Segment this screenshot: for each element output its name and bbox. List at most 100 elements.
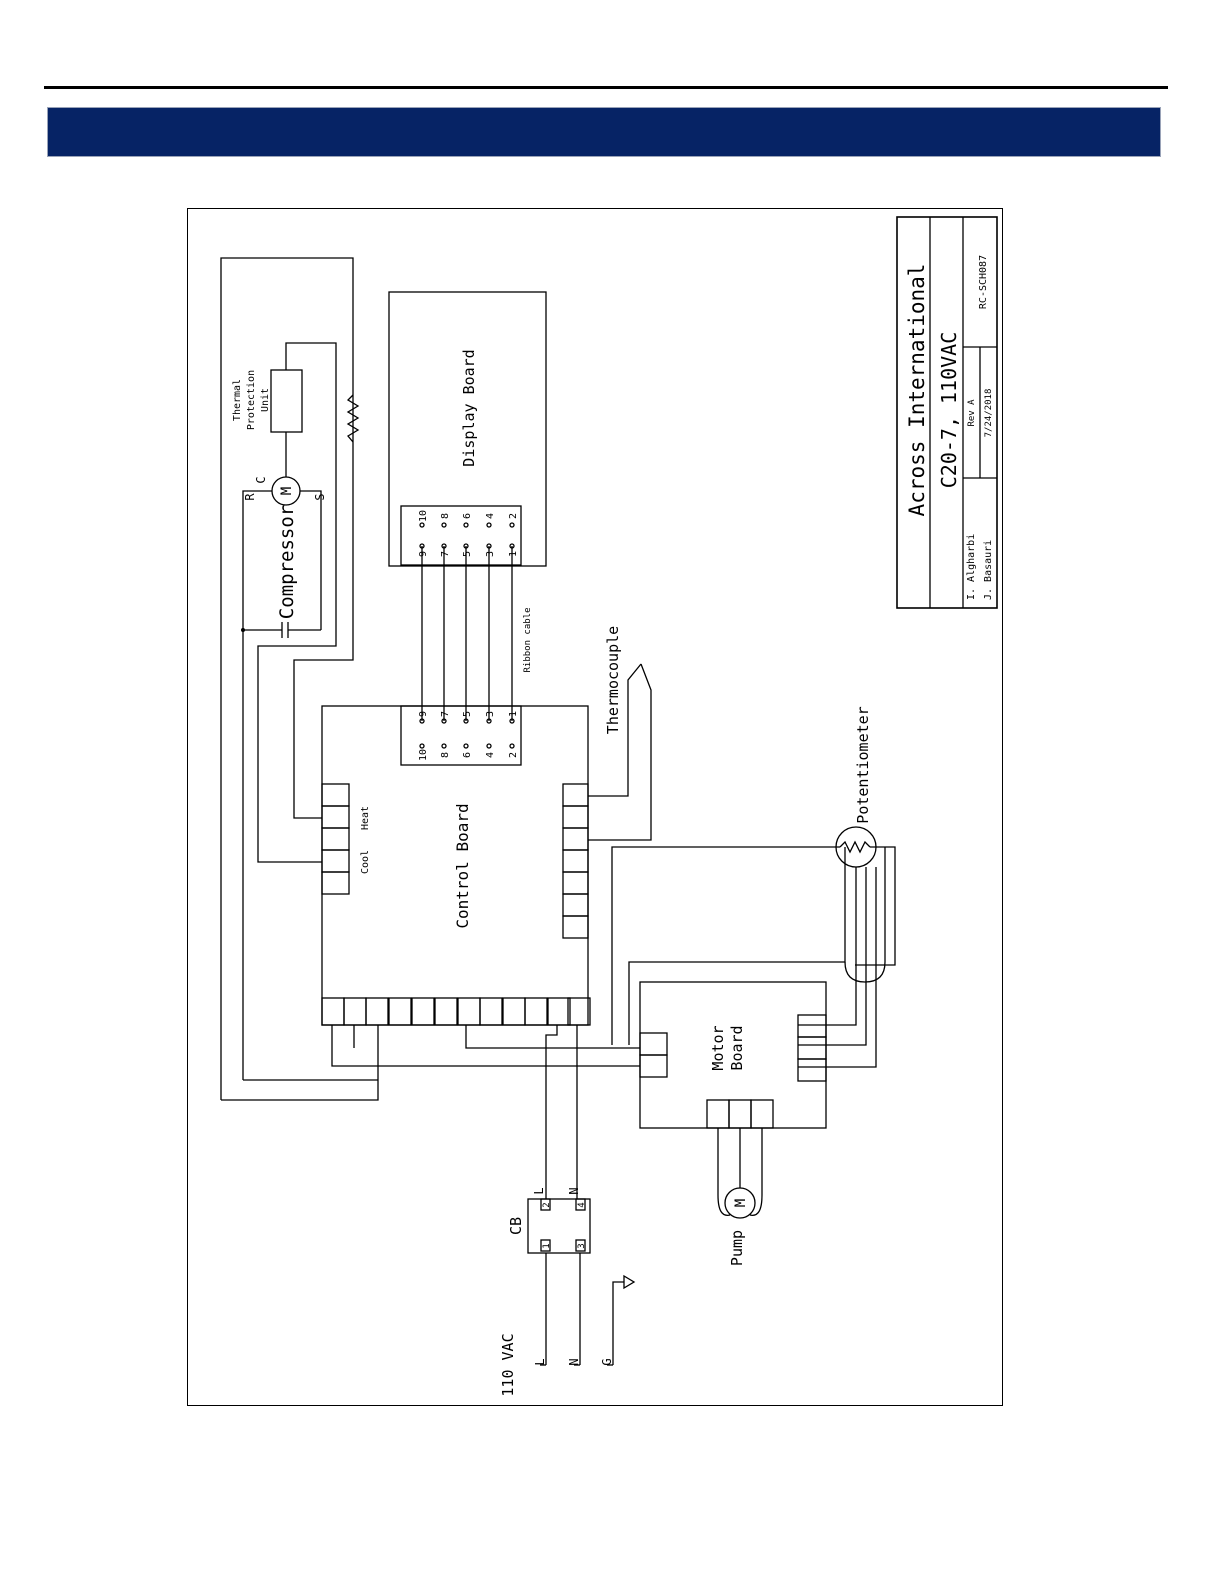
control-terminal-right: [563, 916, 588, 938]
display-pin-even-label: 8: [440, 513, 451, 519]
control-terminal-left: [322, 828, 349, 850]
control-terminal-right: [563, 850, 588, 872]
potentiometer: Potentiometer: [612, 706, 895, 1045]
control-pin-even: [464, 744, 468, 748]
svg-text:M: M: [733, 1199, 749, 1207]
power-wiring: [221, 1025, 640, 1199]
display-pin-odd-label: 5: [462, 551, 473, 557]
control-terminal-bottom: [366, 998, 388, 1025]
cb-label: CB: [507, 1217, 525, 1235]
pump-label: Pump: [728, 1230, 746, 1266]
control-terminal-right: [563, 828, 588, 850]
title-author-2: J. Basauri: [983, 540, 994, 600]
control-terminal-bottom: [435, 998, 457, 1025]
control-pin-odd-label: 1: [508, 711, 519, 717]
title-company: Across International: [905, 264, 929, 517]
control-terminal-right: [563, 806, 588, 828]
control-pin-even: [442, 744, 446, 748]
control-terminal-right: [563, 784, 588, 806]
potentiometer-label: Potentiometer: [854, 706, 872, 823]
control-terminal-left: [322, 872, 349, 894]
control-terminal-bottom: [458, 998, 480, 1025]
motor-terminal-right: [798, 1037, 826, 1059]
thermal-label-1: Thermal: [232, 379, 243, 421]
thermal-protection-unit: [271, 370, 302, 432]
ribbon-cable-label: Ribbon cable: [523, 607, 533, 672]
control-terminal-left: [322, 850, 349, 872]
control-pin-odd-label: 5: [462, 711, 473, 717]
title-author-1: I. Algharbi: [966, 534, 977, 600]
supply-label: 110 VAC: [499, 1333, 517, 1396]
compressor-s-label: S: [313, 493, 327, 500]
thermal-label-3: Unit: [260, 388, 271, 412]
control-terminal-bottom: [480, 998, 502, 1025]
thermal-label-2: Protection: [246, 370, 257, 430]
motor-terminal-left: [640, 1055, 667, 1077]
display-pin-odd-label: 7: [440, 551, 451, 557]
thermocouple-label: Thermocouple: [604, 626, 622, 734]
cool-label: Cool: [360, 850, 371, 874]
control-terminal-bottom: [322, 998, 344, 1025]
ribbon-cable: [422, 546, 512, 721]
control-pin-odd-label: 3: [485, 711, 496, 717]
heat-label: Heat: [360, 806, 371, 830]
control-terminal-bottom: [344, 998, 366, 1025]
control-pin-even-label: 10: [418, 749, 429, 761]
motor-terminal-bottom: [729, 1100, 751, 1128]
ground-symbol: [607, 1276, 634, 1365]
motor-terminal-left: [640, 1033, 667, 1055]
compressor-c-label: C: [254, 476, 268, 483]
control-pin-even: [420, 744, 424, 748]
control-terminal-bottom: [389, 998, 411, 1025]
display-pin-even: [487, 523, 491, 527]
motor-terminal-right: [798, 1015, 826, 1037]
display-pin-even: [510, 523, 514, 527]
motor-terminal-right: [798, 1059, 826, 1081]
title-doc-number: RC-SCH087: [978, 255, 989, 309]
display-pin-even: [464, 523, 468, 527]
cb-pin-2: 2: [542, 1202, 552, 1207]
title-date: 7/24/2018: [984, 389, 994, 438]
control-terminal-bottom: [525, 998, 547, 1025]
cb-pin-3: 3: [577, 1243, 587, 1248]
control-terminal-bottom: [568, 998, 590, 1025]
control-pin-even-label: 4: [485, 752, 496, 758]
control-terminal-bottom: [548, 998, 570, 1025]
display-pin-even-label: 2: [508, 513, 519, 519]
control-board: Control Board Heat Cool: [322, 706, 588, 1025]
cb-line-n: N: [567, 1187, 581, 1194]
display-pin-even-label: 4: [485, 513, 496, 519]
control-pin-even: [510, 744, 514, 748]
control-terminal-right: [563, 872, 588, 894]
cb-pin-1: 1: [542, 1243, 552, 1248]
title-block: Across International C20-7, 110VAC I. Al…: [897, 217, 997, 608]
control-terminal-left: [322, 806, 349, 828]
compressor-circuit: M Thermal Protection Unit Compressor C R…: [221, 258, 378, 1100]
control-terminal-left: [322, 784, 349, 806]
display-pin-odd-label: 3: [485, 551, 496, 557]
control-pin-even-label: 8: [440, 752, 451, 758]
motor-terminal-bottom: [707, 1100, 729, 1128]
compressor-r-label: R: [243, 493, 257, 501]
control-pin-even: [487, 744, 491, 748]
svg-text:M: M: [279, 487, 295, 495]
circuit-breaker: 1 2 3 4 CB L N: [507, 1187, 590, 1365]
thermocouple: Thermocouple: [588, 626, 651, 840]
control-pin-even-label: 2: [508, 752, 519, 758]
display-pin-even-label: 6: [462, 513, 473, 519]
motor-board: Motor Board: [629, 847, 885, 1128]
cb-pin-4: 4: [577, 1202, 587, 1207]
motor-terminal-bottom: [751, 1100, 773, 1128]
title-rev: Rev A: [967, 399, 977, 427]
control-pin-odd-label: 7: [440, 711, 451, 717]
supply-line-n: N: [567, 1358, 581, 1365]
display-board-label: Display Board: [460, 349, 478, 466]
supply-line-l: L: [533, 1358, 547, 1365]
pump: M Pump: [718, 1128, 762, 1266]
cb-line-l: L: [532, 1187, 546, 1194]
motor-board-label-2: Board: [728, 1025, 746, 1070]
display-pin-odd-label: 9: [418, 551, 429, 557]
control-pin-even-label: 6: [462, 752, 473, 758]
